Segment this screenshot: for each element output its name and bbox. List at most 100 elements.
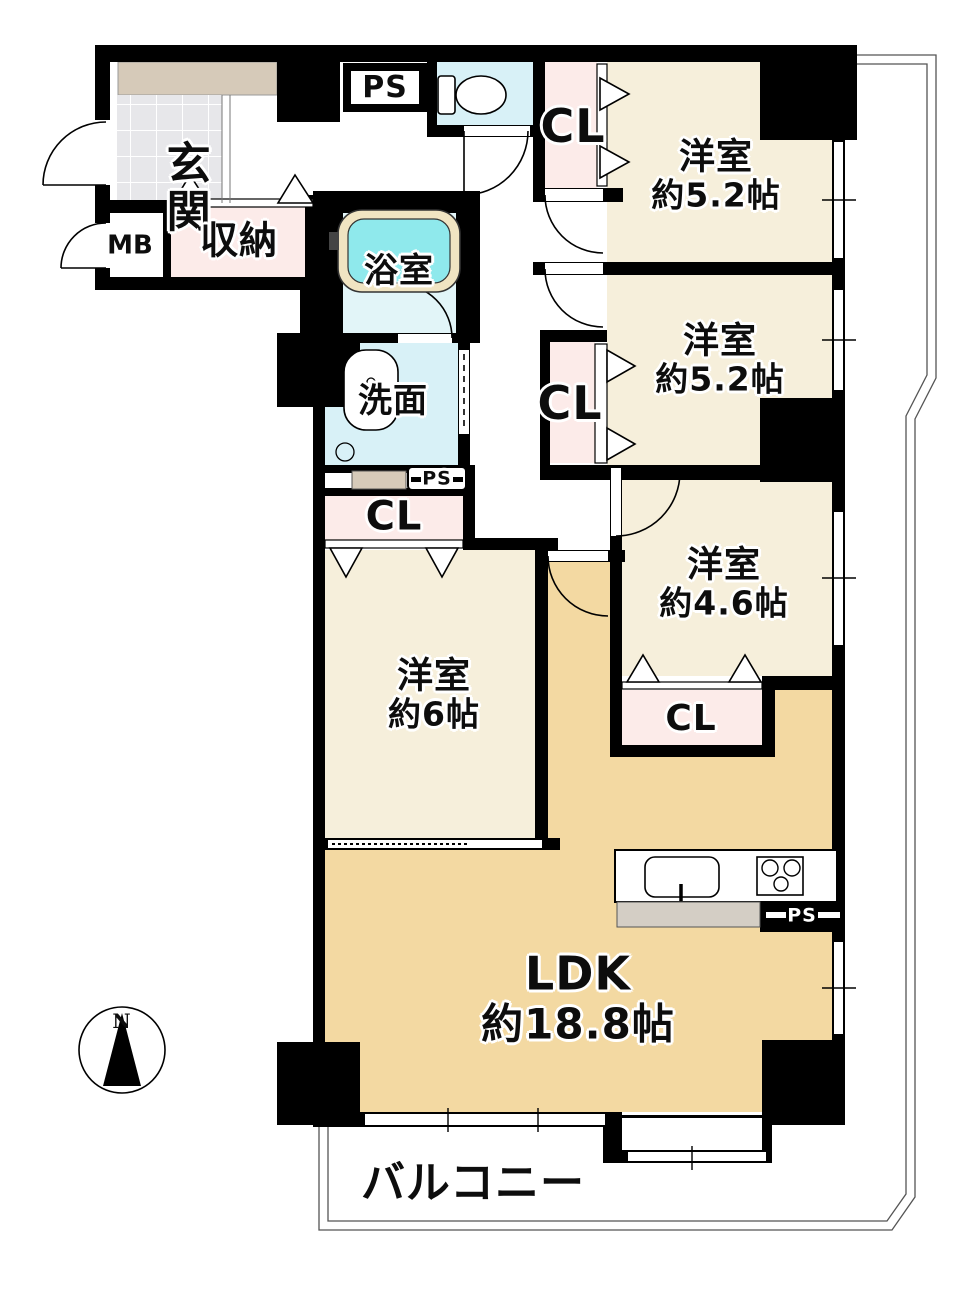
closet3-fold-mark [424, 547, 460, 579]
storage-fold-mark [276, 173, 315, 204]
wall [622, 1115, 762, 1118]
mb-door-opening [92, 223, 112, 268]
toilet-door-opening [464, 126, 530, 136]
bedroom3-floor [622, 480, 832, 676]
closet1-floor [545, 62, 597, 188]
entrance-tile-floor [117, 95, 222, 203]
kitchen-counter-base [616, 901, 761, 928]
ldk-door-opening [548, 551, 608, 561]
bedroom2-size: 約5.2帖 [655, 359, 785, 399]
storage-floor [171, 203, 305, 277]
front-door-opening [92, 120, 112, 185]
closet2-fold-mark [606, 426, 637, 462]
stove-burner [783, 859, 801, 877]
closet4-floor [622, 690, 762, 745]
label-bedroom3: 洋室 約4.6帖 [659, 545, 788, 622]
ps-kitchen-dash [818, 912, 840, 918]
balcony-sliding-window [365, 1114, 605, 1125]
bedroom1-name: 洋室 [678, 136, 753, 178]
closet4-fold-mark [625, 653, 661, 683]
closet2-fold-mark [606, 348, 637, 384]
wall [427, 62, 437, 137]
stove-burner [761, 859, 779, 877]
label-entrance: 玄関 [158, 140, 210, 236]
wall [95, 200, 171, 213]
washing-machine-mark [335, 442, 355, 462]
stove-burner [773, 876, 789, 892]
compass-north-label: N [112, 1008, 132, 1033]
washroom-sink-drain [366, 377, 376, 387]
label-balcony: バルコニー [360, 1157, 586, 1209]
wall-pillar [762, 1040, 845, 1125]
wall-pillar [277, 1042, 360, 1125]
bathtub-faucet [329, 232, 339, 250]
bedroom1-size: 約5.2帖 [651, 175, 781, 215]
label-bathroom: 浴室 [364, 250, 434, 291]
wall [535, 550, 548, 850]
bedroom4-floor [325, 550, 545, 838]
ps-washroom-pill [407, 466, 467, 491]
toilet-door-swing [463, 130, 529, 196]
closet2-floor [548, 342, 595, 463]
wall [313, 333, 325, 1050]
closet3-fold-mark [328, 547, 364, 579]
wall [603, 1112, 622, 1163]
bedroom4-name: 洋室 [396, 655, 471, 697]
label-pipe-space-kitchen: PS [787, 904, 817, 927]
label-storage: 収納 [199, 218, 279, 263]
label-washroom: 洗面 [358, 380, 428, 421]
label-bedroom1: 洋室 約5.2帖 [651, 137, 780, 214]
wall [762, 676, 845, 690]
closet4-fold-mark [727, 653, 763, 683]
compass-needle [103, 1013, 141, 1086]
wall [540, 330, 550, 465]
fixtures-layer [329, 75, 840, 928]
wall [463, 538, 558, 550]
bedroom3-door-swing [615, 471, 681, 537]
label-pipe-space-top: PS [362, 70, 408, 106]
building-outline-inner [327, 63, 928, 1222]
closet1-door-panel [596, 63, 608, 187]
label-pipe-space-washroom: PS [422, 467, 452, 490]
ps-kitchen-dash [766, 912, 786, 918]
wall-pillar [277, 62, 340, 122]
ps-washroom-dash [411, 477, 421, 482]
ldk-size: 約18.8帖 [481, 999, 675, 1049]
label-meter-box: MB [107, 230, 153, 261]
label-closet4: CL [665, 697, 717, 739]
bedroom3-name: 洋室 [686, 544, 761, 586]
wall [533, 262, 845, 275]
washroom-sink [343, 349, 399, 431]
compass [78, 1006, 166, 1094]
bedroom4-size: 約6帖 [388, 694, 480, 734]
wall [305, 195, 313, 277]
label-bedroom2: 洋室 約5.2帖 [655, 321, 784, 398]
toilet-bowl [455, 75, 507, 115]
closet3-floor [325, 496, 463, 540]
ps-duct-box [343, 63, 427, 112]
closet4-door-panel [621, 681, 763, 690]
bedroom2-name: 洋室 [682, 320, 757, 362]
wall [313, 488, 463, 496]
bedroom2-door-opening [545, 263, 603, 274]
front-door-swing [42, 121, 107, 186]
closet3-door-panel [324, 539, 464, 549]
wall [540, 330, 607, 342]
mb-door-swing [60, 222, 107, 269]
closet2-door-panel [594, 343, 608, 464]
balcony-outline-layer [318, 54, 937, 1231]
building-outline-outer [318, 54, 937, 1231]
wall [610, 676, 622, 757]
toilet-tank [437, 75, 456, 115]
storage-fold-mark [171, 173, 210, 204]
label-ldk: LDK 約18.8帖 [481, 946, 675, 1049]
label-closet3: CL [365, 493, 423, 540]
wall [163, 200, 171, 277]
wall [325, 465, 458, 473]
closet1-fold-mark [599, 76, 631, 112]
ps-washroom-pan [351, 470, 407, 490]
wall [95, 45, 857, 62]
ldk-name: LDK [524, 946, 632, 1001]
label-closet1: CL [540, 99, 606, 154]
